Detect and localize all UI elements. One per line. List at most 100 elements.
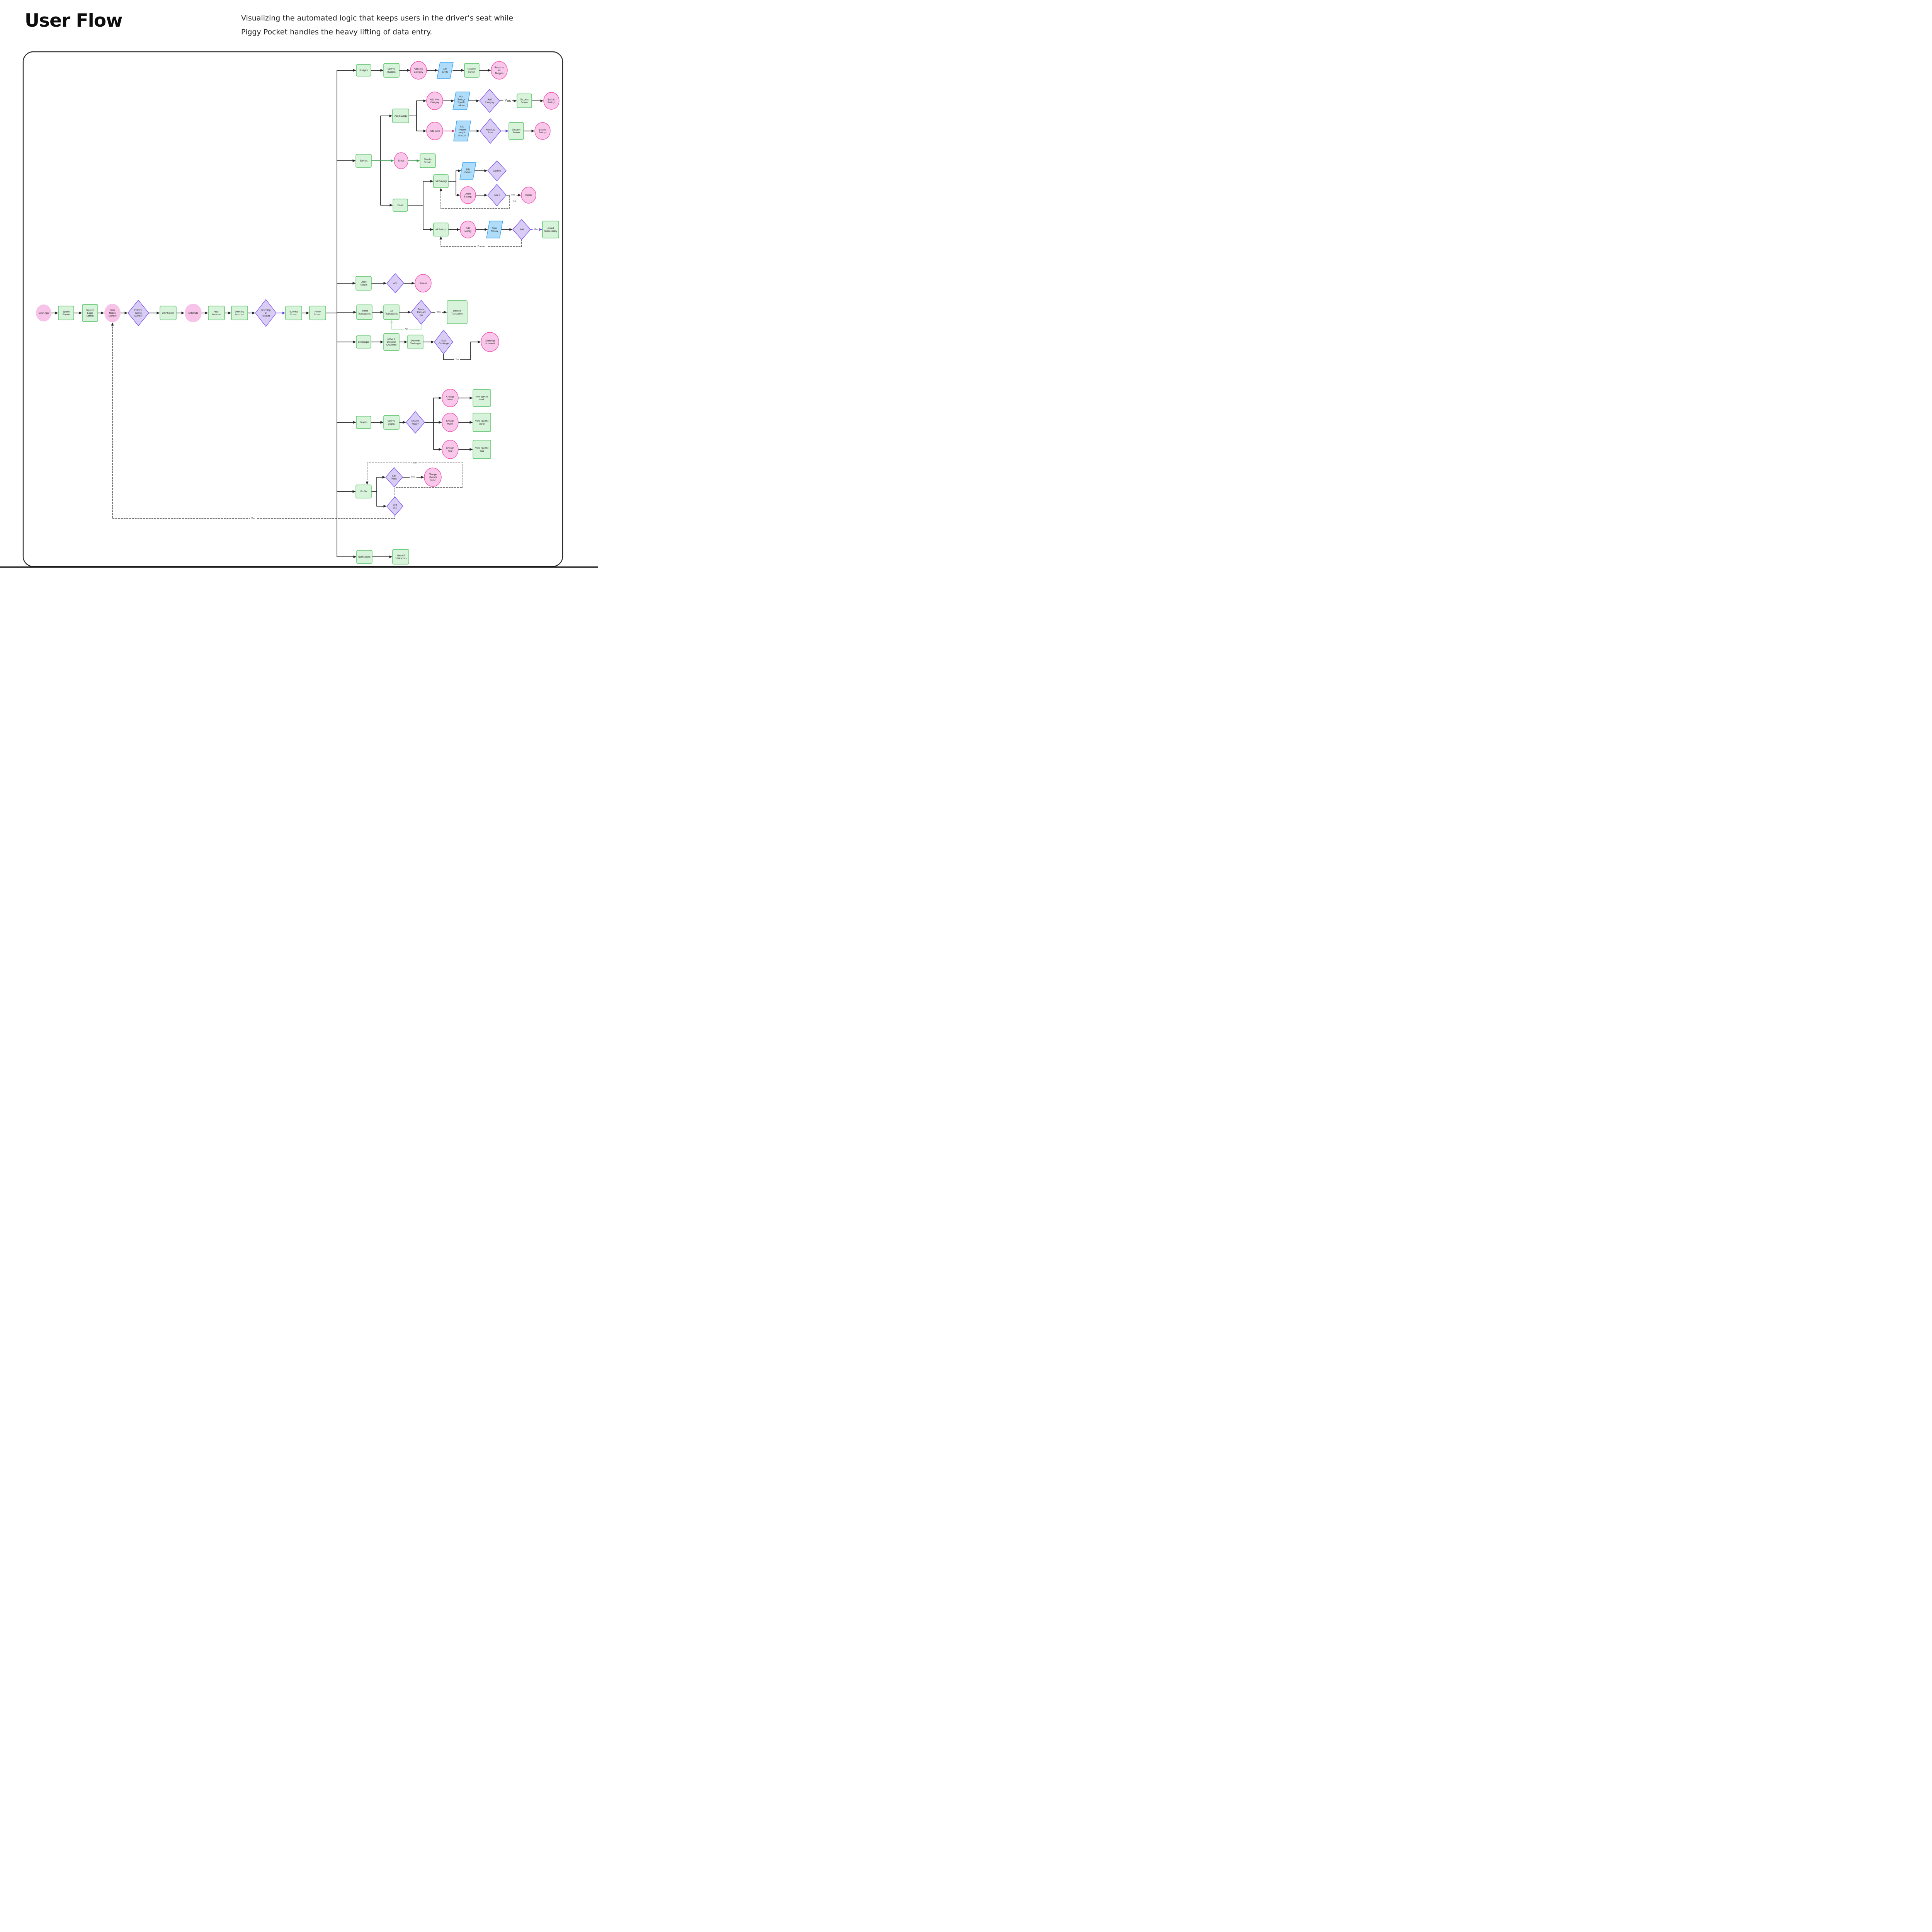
arrowhead-icon [439, 236, 442, 240]
home-screen-shape [309, 306, 326, 320]
view-all-notifications-shape [392, 549, 409, 565]
arrowhead-icon [485, 228, 488, 231]
edge-trunk-to-recent [337, 311, 357, 314]
add-savings-node: Add Savings [392, 109, 409, 123]
add-money-shape [460, 221, 476, 238]
arrowhead-icon [484, 194, 488, 197]
sure-shape [487, 184, 507, 206]
savings-shape [355, 154, 372, 168]
edge-all-transactions-to-delete [399, 311, 411, 314]
bottom-edge-strip [0, 566, 598, 568]
arrowhead-icon [111, 322, 114, 326]
enter-otp-node: Enter Otp [185, 304, 202, 322]
edge-start-yes-activated: Yes [443, 340, 481, 362]
edge-profile-to-edit-profile [376, 476, 386, 479]
challenges-label: Challenges [358, 341, 369, 344]
start-challenge-shape [434, 330, 453, 354]
edge-goals-to-all-savings [423, 228, 434, 231]
budgets-label: Budgets [359, 70, 367, 72]
arrowhead-icon [451, 99, 454, 102]
enter-otp-shape [185, 304, 202, 322]
arrowhead-icon [389, 114, 393, 117]
arrowhead-icon [476, 129, 480, 133]
log-out-shape [386, 497, 403, 516]
edge-profile-to-log-out [376, 505, 387, 508]
edge-label-add-cancel-loop: Cancel [478, 245, 486, 248]
otp-screen-shape [160, 306, 177, 320]
arrowhead-icon [391, 159, 394, 162]
edge-view-all-to-change-view [399, 421, 406, 424]
change-photo-name-shape [424, 468, 442, 487]
arrowhead-icon [539, 228, 543, 231]
edge-label-edit-profile-yes-change-photo: Yes [411, 476, 415, 479]
view-all-budgets-shape [383, 63, 400, 78]
arrowhead-icon [457, 228, 460, 231]
enter-money-shape [486, 221, 503, 238]
arrowhead-icon [439, 188, 442, 191]
edge-savings-fork-to-add-savings [380, 114, 393, 117]
edge-edit-profile-yes-change-photo: Yes [402, 475, 424, 479]
add-frequency-amount-shape [453, 121, 471, 141]
arrowhead-icon [353, 311, 357, 314]
edge-quick-actions-to-add [371, 282, 387, 285]
edge-splash-to-signup [73, 311, 82, 315]
confirm-shape [487, 160, 507, 181]
edge-add-to-sucess [403, 282, 415, 285]
edit-savings-label: Edit Savings [435, 180, 447, 183]
arrowhead-icon [439, 396, 442, 400]
success-screen-budget-shape [464, 63, 480, 78]
arrowhead-icon [79, 311, 82, 315]
otp-screen-node: OTP Screen [160, 306, 177, 320]
sucess-label: Sucess [419, 282, 427, 285]
edge-success-to-back-savings-2 [523, 129, 535, 133]
edge-delete-no-loop: No [390, 320, 422, 331]
edge-savings-to-streak [371, 159, 394, 162]
edge-add-category-yes-success: Yes [499, 98, 517, 104]
edge-enter-otp-to-fetch [201, 311, 208, 315]
auto-save-shape [426, 122, 443, 140]
arrowhead-icon [382, 476, 386, 479]
graphs-shape [356, 416, 371, 429]
edge-goals-to-edit-savings [423, 180, 434, 183]
challenges-node: Challenges [356, 335, 371, 349]
sure-node: Sure ? [487, 184, 507, 206]
add-new-category-budget-shape [410, 61, 427, 80]
streak-shape [394, 152, 408, 169]
arrowhead-icon [353, 555, 357, 558]
add-savings-specifications-shape [452, 92, 470, 110]
edge-challenges-to-active [371, 340, 384, 344]
delete-node: Delete [521, 187, 536, 204]
budgets-node: Budgets [356, 64, 371, 77]
challenges-shape [356, 335, 371, 349]
edge-trunk-to-profile [337, 490, 356, 493]
edge-fork-to-delete-savings [456, 194, 460, 197]
arrowhead-icon [352, 282, 356, 285]
add-auto-save-shape [480, 118, 501, 144]
arrowhead-icon [439, 448, 442, 451]
edge-sure-no-loop: No [439, 188, 517, 209]
